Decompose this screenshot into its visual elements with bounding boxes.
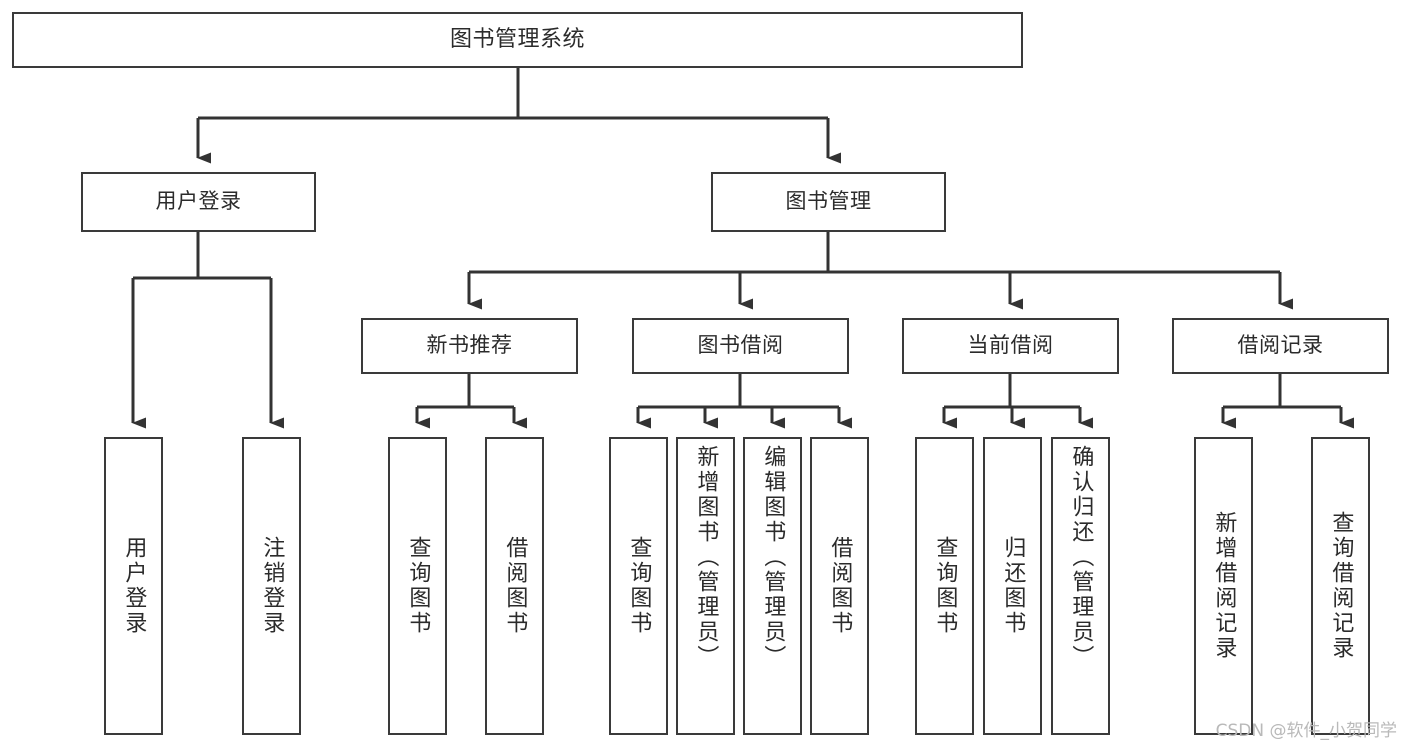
node-leaf-query-borrow-record[interactable]: 查询借阅记录 [1311,437,1370,735]
node-borrow-record[interactable]: 借阅记录 [1172,318,1389,374]
node-leaf-borrow-book[interactable]: 借阅图书 [810,437,869,735]
node-leaf-borrow-book-recommend[interactable]: 借阅图书 [485,437,544,735]
node-leaf-query-book-recommend[interactable]: 查询图书 [388,437,447,735]
node-book-borrow[interactable]: 图书借阅 [632,318,849,374]
node-leaf-query-book-current[interactable]: 查询图书 [915,437,974,735]
node-leaf-user-logout[interactable]: 注销登录 [242,437,301,735]
node-root-system[interactable]: 图书管理系统 [12,12,1023,68]
node-label: 新增借阅记录 [1211,511,1237,661]
node-book-management[interactable]: 图书管理 [711,172,946,232]
node-leaf-add-borrow-record[interactable]: 新增借阅记录 [1194,437,1253,735]
node-current-borrow[interactable]: 当前借阅 [902,318,1119,374]
node-label: 用户登录 [155,189,242,214]
node-label: 借阅图书 [502,536,528,636]
node-label: 查询图书 [626,536,652,636]
node-label: 当前借阅 [967,333,1054,358]
node-label: 图书管理 [785,189,872,214]
node-label: 用户登录 [121,536,147,636]
node-leaf-query-book-borrow[interactable]: 查询图书 [609,437,668,735]
node-label: 图书借阅 [697,333,784,358]
node-label: 查询图书 [932,536,958,636]
node-label: 新增图书（管理员） [693,445,719,670]
node-leaf-edit-book[interactable]: 编辑图书（管理员） [743,437,802,735]
node-leaf-user-login[interactable]: 用户登录 [104,437,163,735]
node-label: 归还图书 [1000,536,1026,636]
node-label: 确认归还（管理员） [1068,445,1094,670]
node-label: 图书管理系统 [449,26,585,52]
node-leaf-confirm-return[interactable]: 确认归还（管理员） [1051,437,1110,735]
watermark-text: CSDN @软件_小贺同学 [1215,721,1397,741]
node-label: 注销登录 [259,536,285,636]
node-label: 借阅记录 [1237,333,1324,358]
node-user-login[interactable]: 用户登录 [81,172,316,232]
node-label: 查询图书 [405,536,431,636]
node-label: 新书推荐 [426,333,513,358]
node-label: 借阅图书 [827,536,853,636]
node-leaf-return-book[interactable]: 归还图书 [983,437,1042,735]
node-label: 编辑图书（管理员） [760,445,786,670]
node-leaf-add-book[interactable]: 新增图书（管理员） [676,437,735,735]
node-label: 查询借阅记录 [1328,511,1354,661]
node-new-book-recommend[interactable]: 新书推荐 [361,318,578,374]
